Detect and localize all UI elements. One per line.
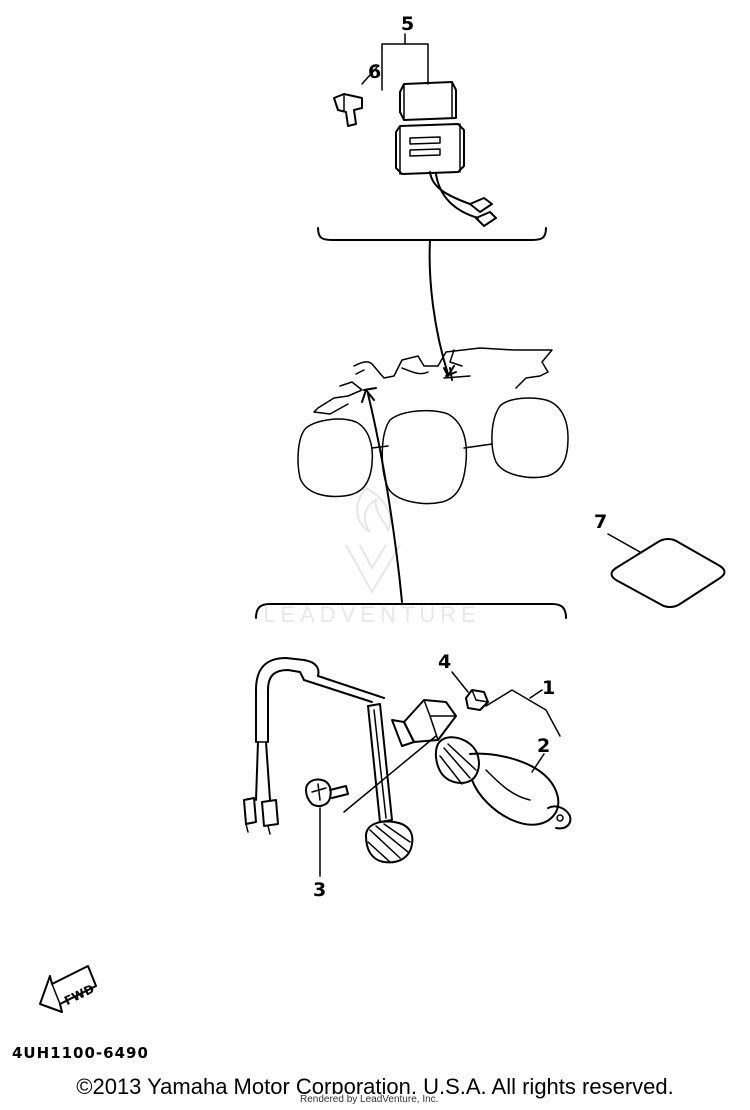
callout-5: 5 xyxy=(401,13,414,35)
fuse xyxy=(333,93,363,127)
callout-2: 2 xyxy=(537,735,550,757)
caution-label xyxy=(610,538,726,608)
upper-bracket xyxy=(317,227,547,241)
fwd-arrow-icon: FWD xyxy=(39,965,97,1013)
screw xyxy=(305,778,349,807)
callout-7: 7 xyxy=(594,511,607,533)
callout-6: 6 xyxy=(368,61,381,83)
watermark-text: LEADVENTURE xyxy=(263,602,481,627)
nut xyxy=(465,689,489,711)
part-code: 4UH1100-6490 xyxy=(12,1044,149,1062)
fwd-label: FWD xyxy=(62,982,96,1008)
rendered-by-text: Rendered by LeadVenture, Inc. xyxy=(298,1094,441,1105)
lower-bracket xyxy=(255,603,567,619)
leadventure-watermark: LEADVENTURE xyxy=(263,486,481,627)
callout-1: 1 xyxy=(542,677,555,699)
callout-3: 3 xyxy=(313,879,326,901)
callout-4: 4 xyxy=(438,651,451,673)
switch-assembly xyxy=(243,657,572,864)
relay-assembly xyxy=(395,81,497,227)
atv-outline xyxy=(297,347,569,505)
